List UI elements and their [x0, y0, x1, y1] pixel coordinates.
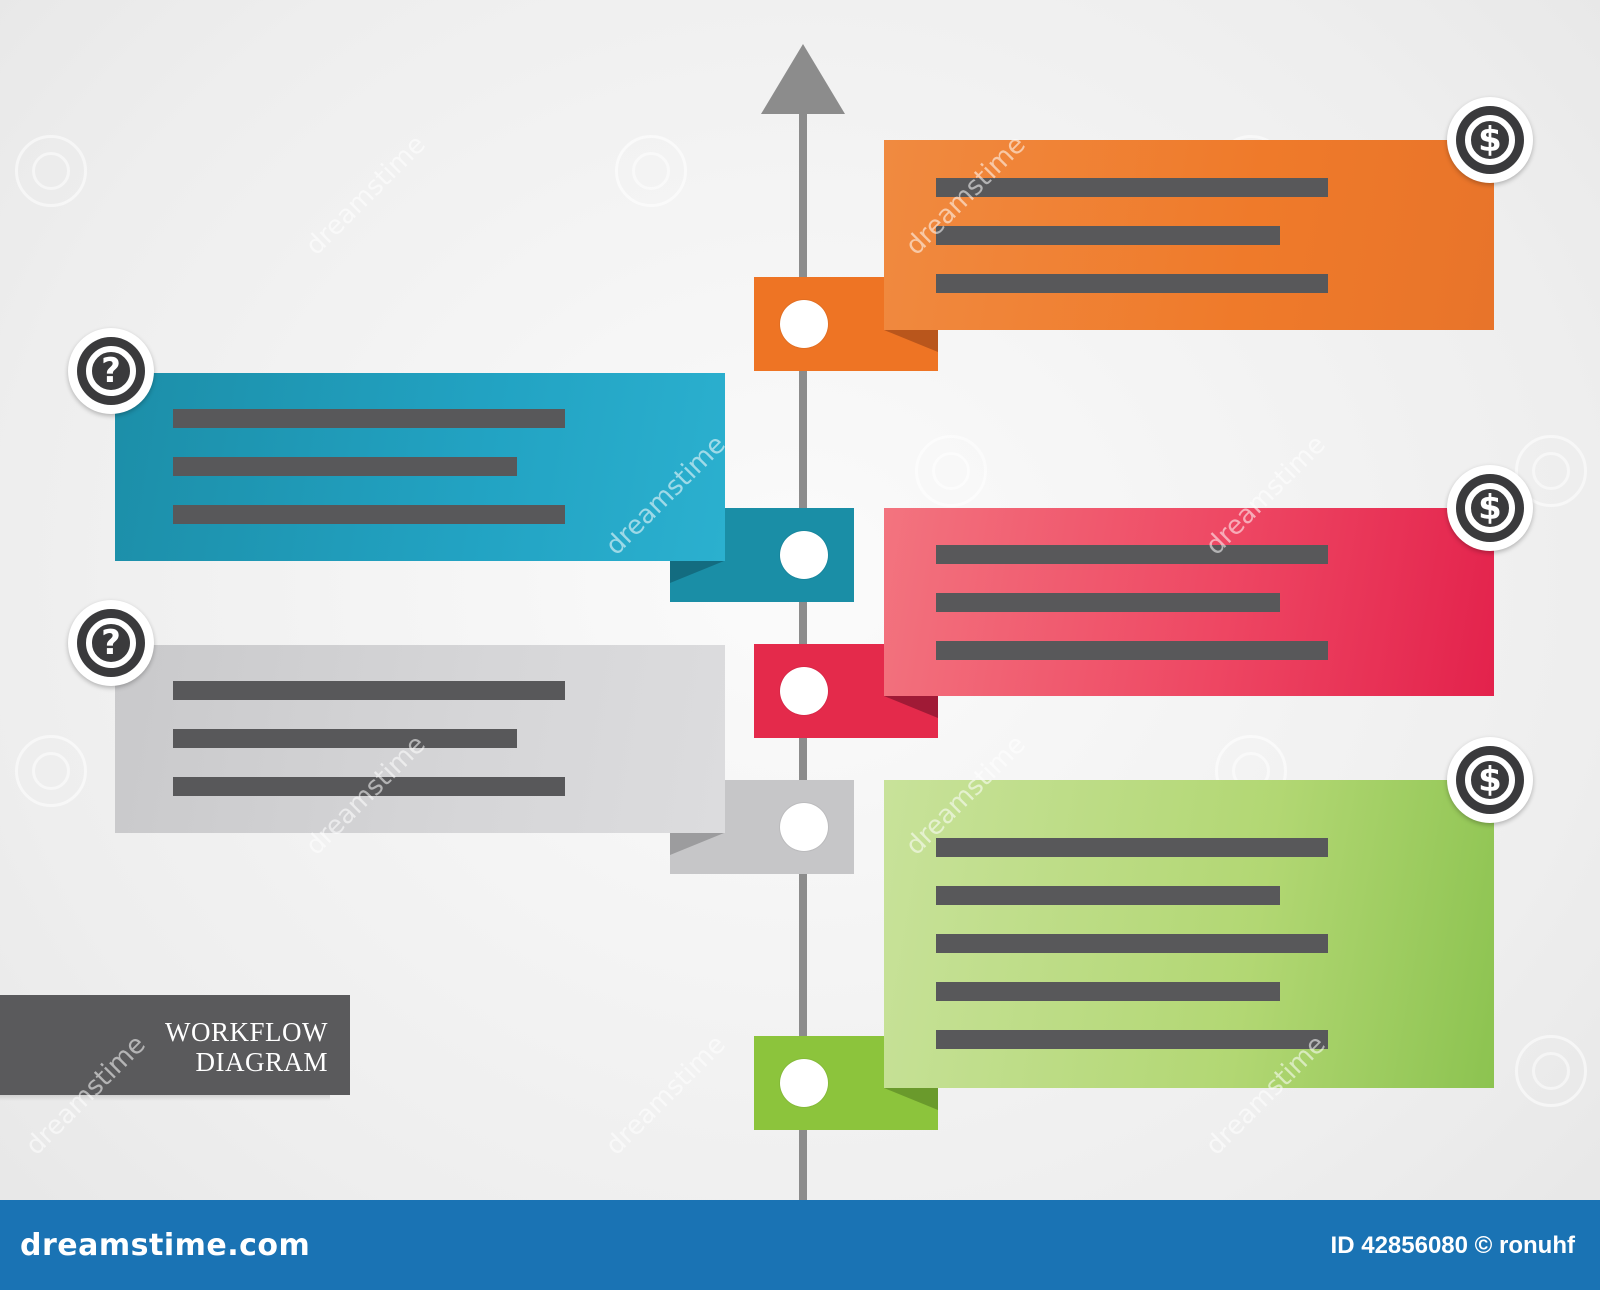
- dollar-icon: $: [1465, 115, 1515, 165]
- text-placeholder-line: [936, 274, 1328, 293]
- text-placeholder-line: [173, 409, 565, 428]
- fold-orange: [884, 330, 938, 352]
- watermark-text: dreamstime: [600, 1029, 732, 1162]
- footer-site-name[interactable]: dreamstime.com: [20, 1228, 311, 1263]
- text-placeholder-line: [173, 457, 517, 476]
- question-badge: ?: [68, 328, 154, 414]
- diagram-title: WORKFLOW DIAGRAM: [165, 1017, 328, 1077]
- text-placeholder-line: [936, 178, 1328, 197]
- text-placeholder-line: [936, 886, 1280, 905]
- timeline-node: [780, 1059, 828, 1107]
- timeline-node: [780, 531, 828, 579]
- watermark-text: dreamstime: [300, 129, 432, 262]
- workflow-card-red: [884, 508, 1494, 696]
- text-placeholder-line: [936, 641, 1328, 660]
- text-placeholder-line: [173, 505, 565, 524]
- timeline-node: [780, 667, 828, 715]
- timeline-node: [780, 803, 828, 851]
- workflow-card-green: [884, 780, 1494, 1088]
- timeline-arrowhead: [761, 44, 845, 114]
- question-badge: ?: [68, 600, 154, 686]
- diagram-label-tag: WORKFLOW DIAGRAM: [0, 995, 350, 1095]
- fold-gray: [670, 833, 724, 855]
- text-placeholder-line: [936, 593, 1280, 612]
- dollar-icon: $: [1465, 483, 1515, 533]
- text-placeholder-line: [936, 1030, 1328, 1049]
- diagram-title-line1: WORKFLOW: [165, 1017, 328, 1047]
- dollar-badge: $: [1447, 465, 1533, 551]
- fold-red: [884, 696, 938, 718]
- text-placeholder-line: [173, 681, 565, 700]
- dollar-badge: $: [1447, 737, 1533, 823]
- watermark-logo: [615, 135, 687, 207]
- watermark-logo: [1515, 435, 1587, 507]
- fold-green: [884, 1088, 938, 1110]
- text-placeholder-line: [936, 226, 1280, 245]
- dollar-badge: $: [1447, 97, 1533, 183]
- watermark-logo: [15, 135, 87, 207]
- text-placeholder-line: [936, 838, 1328, 857]
- workflow-card-orange: [884, 140, 1494, 330]
- timeline-node: [780, 300, 828, 348]
- watermark-logo: [915, 435, 987, 507]
- text-placeholder-line: [173, 729, 517, 748]
- footer-bar: dreamstime.com ID 42856080 © ronuhf: [0, 1200, 1600, 1290]
- fold-blue: [670, 561, 724, 583]
- text-placeholder-line: [936, 545, 1328, 564]
- dollar-icon: $: [1465, 755, 1515, 805]
- text-placeholder-line: [936, 934, 1328, 953]
- question-icon: ?: [86, 346, 136, 396]
- question-icon: ?: [86, 618, 136, 668]
- workflow-card-blue: [115, 373, 725, 561]
- footer-image-credit: ID 42856080 © ronuhf: [1330, 1232, 1575, 1259]
- diagram-title-line2: DIAGRAM: [195, 1047, 328, 1077]
- text-placeholder-line: [936, 982, 1280, 1001]
- text-placeholder-line: [173, 777, 565, 796]
- watermark-logo: [1515, 1035, 1587, 1107]
- watermark-logo: [15, 735, 87, 807]
- label-tag-shadow: [0, 1093, 330, 1101]
- workflow-card-gray: [115, 645, 725, 833]
